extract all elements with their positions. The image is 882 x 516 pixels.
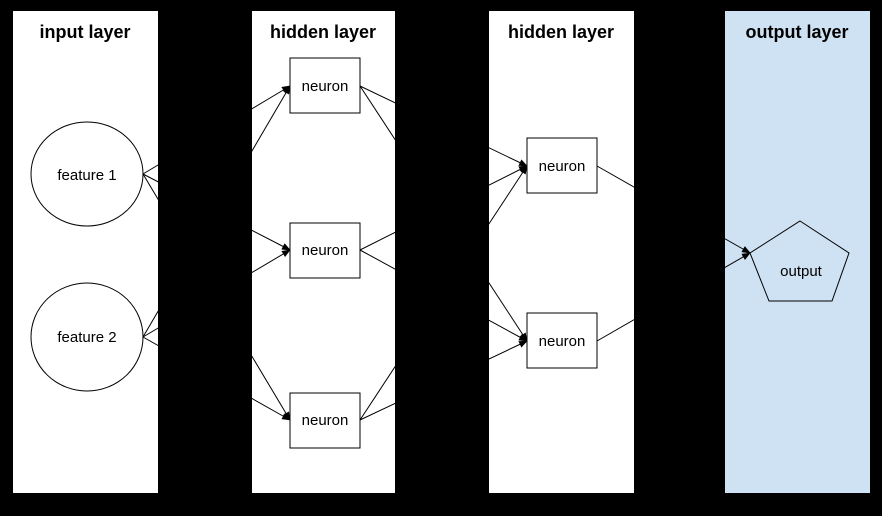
layer-title-hidden-2: hidden layer <box>508 22 614 42</box>
panel-gap-masks <box>158 0 725 516</box>
node-hidden1-neuron2-box <box>289 222 361 279</box>
node-feature-2-label: feature 2 <box>57 329 116 346</box>
gap-mask-1 <box>158 0 252 516</box>
node-hidden1-neuron1-box <box>289 57 361 114</box>
layer-title-output: output layer <box>745 22 848 42</box>
node-feature-2-circle <box>30 282 144 392</box>
node-output-label: output <box>780 263 823 280</box>
layer-panel-input <box>13 11 158 493</box>
node-hidden2-neuron2-box <box>526 312 598 369</box>
layer-panel-hidden-2 <box>489 11 634 493</box>
node-feature-1-label: feature 1 <box>57 167 116 184</box>
node-hidden2-neuron2-label: neuron <box>539 333 586 350</box>
node-hidden1-neuron1-label: neuron <box>302 78 349 95</box>
node-hidden2-neuron1-box <box>526 137 598 194</box>
layer-title-input: input layer <box>39 22 130 42</box>
layer-title-hidden-1: hidden layer <box>270 22 376 42</box>
node-feature-1-circle <box>30 121 144 227</box>
node-output-pentagon <box>749 220 850 302</box>
node-hidden2-neuron1-label: neuron <box>539 158 586 175</box>
node-hidden1-neuron2-label: neuron <box>302 242 349 259</box>
gap-mask-3 <box>634 0 725 516</box>
gap-mask-2 <box>395 0 489 516</box>
node-hidden1-neuron3-label: neuron <box>302 412 349 429</box>
node-hidden1-neuron3-box <box>289 392 361 449</box>
